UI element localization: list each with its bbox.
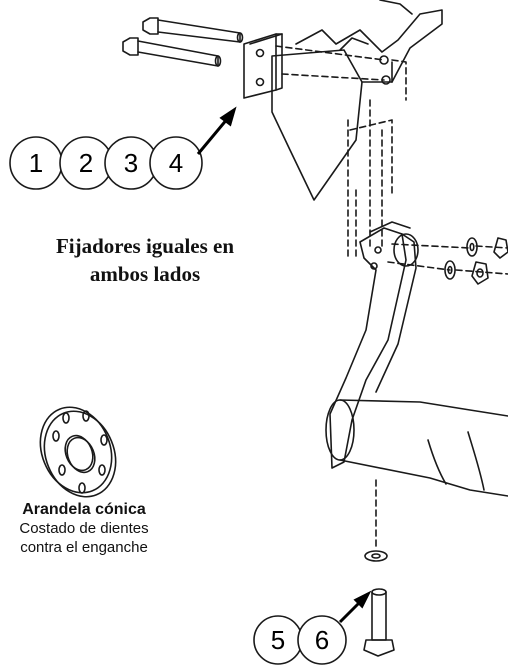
washer-right-lower — [444, 260, 456, 280]
washer-line-1: Costado de dientes — [19, 520, 149, 537]
callout-circle-6 — [297, 615, 347, 665]
caption-line-1: Fijadores iguales en — [55, 234, 235, 258]
nut-right-upper — [493, 237, 508, 259]
hitch-arm — [329, 221, 419, 469]
conical-washer-caption: Arandela cónica Costado de dientes contr… — [0, 500, 174, 557]
callout-circles-top — [9, 136, 203, 190]
leader-arrow-top — [196, 106, 237, 155]
conical-washer-illustration — [39, 406, 117, 498]
callout-circle-4 — [149, 136, 203, 190]
washer-right-upper — [466, 237, 478, 257]
leader-arrow-bottom — [338, 590, 372, 624]
backing-plate — [243, 33, 283, 99]
callout-circles-bottom — [253, 615, 347, 665]
upper-bracket — [271, 0, 443, 201]
caption-line-2: ambos lados — [89, 262, 201, 286]
washer-line-2: contra el enganche — [20, 539, 148, 556]
bottom-bolt — [363, 588, 395, 657]
nut-right-lower — [471, 261, 489, 285]
callout-number-1: 1 — [28, 148, 44, 178]
alignment-lines-right — [387, 243, 508, 275]
fasteners-caption: Fijadores iguales en ambos lados — [20, 232, 270, 288]
washer-title: Arandela cónica — [22, 501, 146, 518]
callout-number-4: 4 — [168, 148, 184, 178]
alignment-lines-top — [275, 45, 407, 261]
bottom-washer — [364, 550, 388, 562]
long-bolt-upper — [142, 17, 244, 43]
tube-crossbar — [325, 399, 508, 497]
callout-number-2: 2 — [78, 148, 94, 178]
callout-number-3: 3 — [123, 148, 139, 178]
callout-number-5: 5 — [270, 625, 286, 655]
callout-number-6: 6 — [314, 625, 330, 655]
long-bolt-lower — [122, 37, 222, 67]
